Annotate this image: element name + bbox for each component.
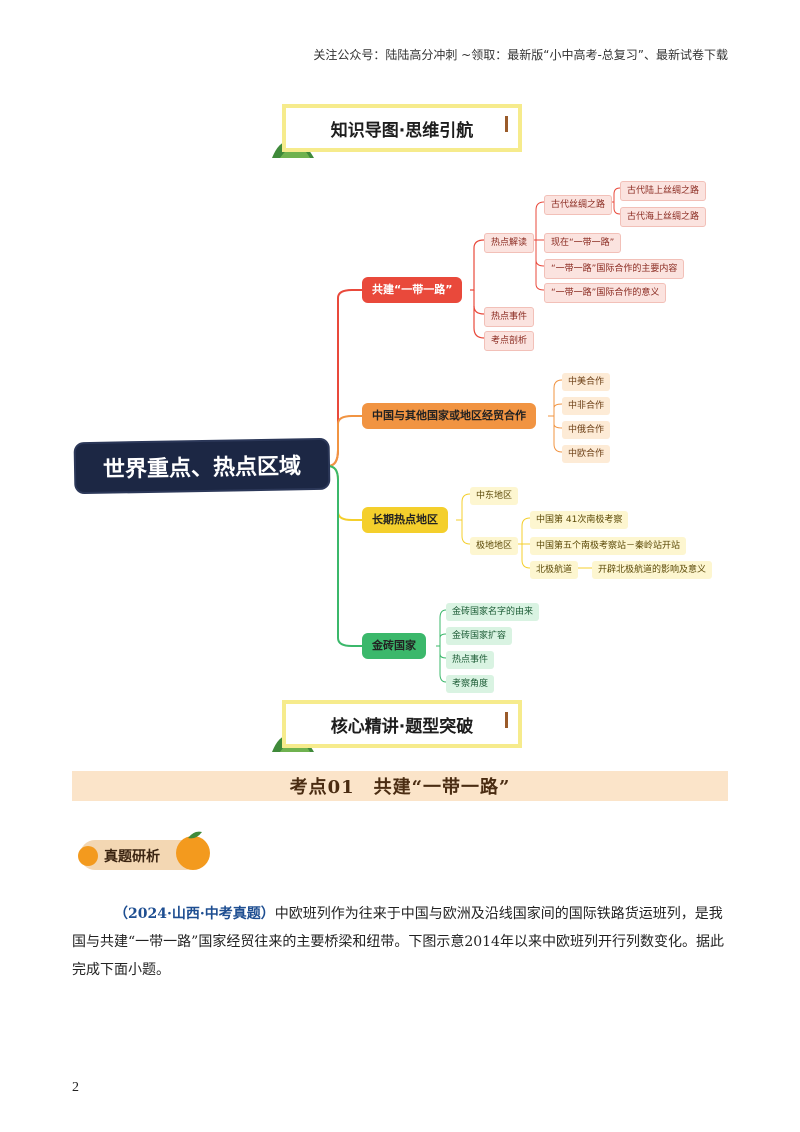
orange-icon <box>78 846 98 866</box>
question-paragraph: （2024·山西·中考真题）中欧班列作为往来于中国与欧洲及沿线国家间的国际铁路货… <box>72 900 728 984</box>
node-trade-item: 中欧合作 <box>562 445 611 463</box>
branch-brics: 金砖国家 <box>362 633 426 659</box>
real-question-label: 真题研析 <box>104 849 160 865</box>
node-qinling-station: 中国第五个南极考察站－秦岭站开站 <box>530 537 687 555</box>
node-brics-item: 考察角度 <box>446 675 495 693</box>
node-arctic-route-meaning: 开辟北极航道的影响及意义 <box>592 561 713 579</box>
branch-hot-regions: 长期热点地区 <box>362 507 448 533</box>
exam-point-band: 考点01 共建“一带一路” <box>72 771 728 801</box>
header-promo: 关注公众号：陆陆高分冲刺 ~领取：最新版“小中高考-总复习”、最新试卷下载 <box>313 48 728 62</box>
leaf-icon <box>188 831 202 839</box>
mindmap-section-title-text: 知识导图·思维引航 <box>330 120 474 141</box>
question-text: 中欧班列作为往来于中国与欧洲及沿线国家间的国际铁路货运班列，是我国与共建“一带一… <box>72 906 724 978</box>
page-number: 2 <box>72 1080 79 1095</box>
exam-point-title: 考点01 共建“一带一路” <box>289 777 511 798</box>
core-section-title: 核心精讲·题型突破 <box>282 700 522 748</box>
node-belt-meaning: “一带一路”国际合作的意义 <box>544 283 667 303</box>
node-brics-item: 金砖国家扩容 <box>446 627 513 645</box>
node-arctic-route: 北极航道 <box>530 561 579 579</box>
node-hot-reading: 热点解读 <box>484 233 535 253</box>
node-modern-belt: 现在“一带一路” <box>544 233 622 253</box>
node-antarctic-41: 中国第 41次南极考察 <box>530 511 629 529</box>
mind-map-connectors <box>327 187 621 683</box>
title-accent-bar <box>505 712 508 728</box>
mind-map: 世界重点、热点区域 共建“一带一路” 热点解读 古代丝绸之路 古代陆上丝绸之路 … <box>0 170 800 700</box>
node-brics-item: 金砖国家名字的由来 <box>446 603 540 621</box>
node-trade-item: 中俄合作 <box>562 421 611 439</box>
node-land-silk-road: 古代陆上丝绸之路 <box>620 181 707 201</box>
node-hot-events: 热点事件 <box>484 307 535 327</box>
orange-icon <box>176 836 210 870</box>
node-brics-item: 热点事件 <box>446 651 495 669</box>
mind-map-root: 世界重点、热点区域 <box>75 439 329 493</box>
node-polar: 极地地区 <box>470 537 519 555</box>
question-source: （2024·山西·中考真题） <box>114 906 275 922</box>
node-exam-analysis: 考点剖析 <box>484 331 535 351</box>
node-belt-content: “一带一路”国际合作的主要内容 <box>544 259 685 279</box>
mindmap-section-title: 知识导图·思维引航 <box>282 104 522 152</box>
node-sea-silk-road: 古代海上丝绸之路 <box>620 207 707 227</box>
node-trade-item: 中非合作 <box>562 397 611 415</box>
node-middle-east: 中东地区 <box>470 487 519 505</box>
branch-trade-cooperation: 中国与其他国家或地区经贸合作 <box>362 403 536 429</box>
node-trade-item: 中美合作 <box>562 373 611 391</box>
core-section-title-text: 核心精讲·题型突破 <box>330 716 474 737</box>
title-accent-bar <box>505 116 508 132</box>
branch-belt-and-road: 共建“一带一路” <box>362 277 463 303</box>
node-ancient-silk-road: 古代丝绸之路 <box>544 195 613 215</box>
